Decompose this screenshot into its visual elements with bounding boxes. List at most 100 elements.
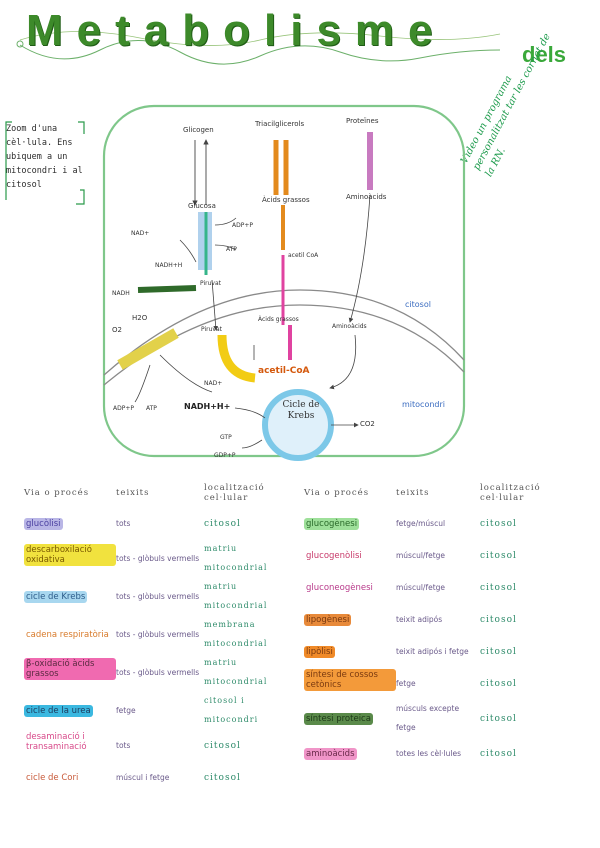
right-loc-4: citosol <box>480 647 517 657</box>
table-row: cicle de la urea fetge citosol i mitocondr… <box>24 688 294 726</box>
right-via-4: lipòlisi <box>304 646 335 658</box>
label-nadhh: NADH+H <box>155 262 182 269</box>
header-loc-right: localització cel·lular <box>480 482 580 504</box>
left-teixits-4: tots - glòbuls vermells <box>116 668 199 677</box>
left-via-6: desaminació i transaminació <box>24 731 116 753</box>
left-teixits-7: múscul i fetge <box>116 773 169 782</box>
left-loc-4: matriu mitocondrial <box>204 658 267 686</box>
right-via-5: síntesi de cossos cetònics <box>304 669 396 691</box>
pathways-table-right: Via o procés teixits localització cel·lu… <box>304 482 580 766</box>
label-acetil-coa: acetil-CoA <box>258 366 309 376</box>
left-teixits-2: tots - glòbuls vermells <box>116 592 199 601</box>
table-row: cicle de Cori múscul i fetge citosol <box>24 758 294 790</box>
table-row: glucogènesi fetge/múscul citosol <box>304 504 580 536</box>
label-nad-mid: NAD+ <box>204 380 222 387</box>
label-acids-grassos-top: Àcids grassos <box>262 196 310 204</box>
table-row: síntesi proteica músculs excepte fetge cit… <box>304 696 580 734</box>
right-via-0: glucogènesi <box>304 518 359 530</box>
right-teixits-7: totes les cèl·lules <box>396 749 461 758</box>
table-row: aminoàcids totes les cèl·lules citosol <box>304 734 580 766</box>
left-table-body: glucòlisi tots citosol descarboxilació oxid… <box>24 504 294 790</box>
table-row: lipogènesi teixit adipós citosol <box>304 600 580 632</box>
label-proteines: Proteïnes <box>346 117 379 125</box>
label-mitocondri: mitocondri <box>402 400 445 409</box>
label-piruvat-top: Piruvat <box>200 280 221 287</box>
right-teixits-5: fetge <box>396 679 416 688</box>
table-row: glucòlisi tots citosol <box>24 504 294 536</box>
left-via-1: descarboxilació oxidativa <box>24 544 116 566</box>
left-loc-5: citosol i mitocondri <box>204 696 258 724</box>
right-loc-7: citosol <box>480 749 517 759</box>
label-o2: O2 <box>112 326 122 334</box>
right-loc-6: citosol <box>480 714 517 724</box>
left-loc-0: citosol <box>204 519 241 529</box>
left-teixits-5: fetge <box>116 706 136 715</box>
left-teixits-0: tots <box>116 519 130 528</box>
label-atp-left: ATP <box>146 405 157 412</box>
label-gdp: GDP+P <box>214 452 236 459</box>
label-citosol: citosol <box>405 300 431 309</box>
pathways-table-left: Via o procés teixits localització cel·lu… <box>24 482 294 790</box>
left-teixits-1: tots - glòbuls vermells <box>116 554 199 563</box>
left-via-4: β-oxidació àcids grassos <box>24 658 116 680</box>
right-loc-0: citosol <box>480 519 517 529</box>
left-loc-3: membrana mitocondrial <box>204 620 267 648</box>
right-loc-1: citosol <box>480 551 517 561</box>
left-loc-7: citosol <box>204 773 241 783</box>
label-nadh-left: NADH <box>112 290 130 297</box>
label-aminoacids-mid: Aminoàcids <box>332 323 367 330</box>
label-aminoacids-top: Aminoàcids <box>346 193 386 201</box>
right-via-1: glucogenòlisi <box>304 550 364 562</box>
left-via-0: glucòlisi <box>24 518 63 530</box>
right-teixits-6: músculs excepte fetge <box>396 704 459 732</box>
label-glucosa: Glucosa <box>188 202 216 210</box>
left-via-2: cicle de Krebs <box>24 591 87 603</box>
label-nad: NAD+ <box>131 230 149 237</box>
label-nadh-mid: NADH+H+ <box>184 402 230 411</box>
right-loc-5: citosol <box>480 679 517 689</box>
header-loc-left: localització cel·lular <box>204 482 294 504</box>
label-piruvat: Piruvat <box>201 326 222 333</box>
header-via-right: Via o procés <box>304 482 396 504</box>
header-teixits-right: teixits <box>396 482 480 504</box>
left-teixits-3: tots - glòbuls vermells <box>116 630 199 639</box>
label-co2: CO2 <box>360 420 375 428</box>
table-row: cadena respiratòria tots - glòbuls vermel… <box>24 612 294 650</box>
right-via-6: síntesi proteica <box>304 713 373 725</box>
header-teixits-left: teixits <box>116 482 204 504</box>
table-row: lipòlisi teixit adipós i fetge citosol <box>304 632 580 664</box>
left-teixits-6: tots <box>116 741 130 750</box>
left-via-3: cadena respiratòria <box>24 629 111 641</box>
right-table-body: glucogènesi fetge/múscul citosol glucogenòl… <box>304 504 580 766</box>
right-teixits-4: teixit adipós i fetge <box>396 647 469 656</box>
right-teixits-3: teixit adipós <box>396 615 442 624</box>
right-via-7: aminoàcids <box>304 748 357 760</box>
right-loc-2: citosol <box>480 583 517 593</box>
label-triacilglicerols: Triacilglicerols <box>255 120 304 128</box>
label-glicogen: Glicogen <box>183 126 214 134</box>
left-loc-2: matriu mitocondrial <box>204 582 267 610</box>
label-acids-grassos-mid: Àcids grassos <box>258 316 299 323</box>
label-adp-p: ADP+P <box>232 222 253 229</box>
right-via-2: gluconeogènesi <box>304 582 375 594</box>
label-adp-atp-left: ADP+P <box>113 405 134 412</box>
label-krebs: Cicle de Krebs <box>276 400 326 422</box>
right-teixits-0: fetge/múscul <box>396 519 445 528</box>
table-row: cicle de Krebs tots - glòbuls vermells mat… <box>24 574 294 612</box>
right-loc-3: citosol <box>480 615 517 625</box>
left-loc-6: citosol <box>204 741 241 751</box>
header-via-left: Via o procés <box>24 482 116 504</box>
left-via-5: cicle de la urea <box>24 705 93 717</box>
table-row: gluconeogènesi múscul/fetge citosol <box>304 568 580 600</box>
label-h2o: H2O <box>132 314 147 322</box>
label-acetil-top: acetil CoA <box>288 252 318 259</box>
left-loc-1: matriu mitocondrial <box>204 544 267 572</box>
left-via-7: cicle de Cori <box>24 772 80 784</box>
label-gtp: GTP <box>220 434 232 441</box>
right-teixits-2: múscul/fetge <box>396 583 445 592</box>
right-via-3: lipogènesi <box>304 614 351 626</box>
